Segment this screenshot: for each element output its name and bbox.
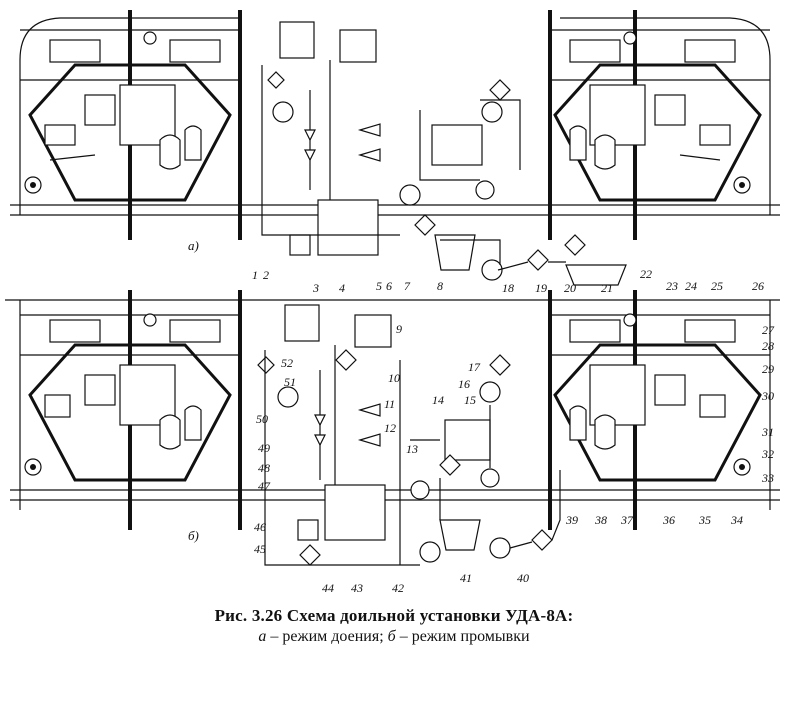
callouts-panel-a: 1 2 3 4 5 6 7 8 18 20 21 22 23 24 26 xyxy=(252,267,764,295)
callout-14: 14 xyxy=(432,393,444,407)
caption-b-letter: б xyxy=(387,628,396,645)
callout-42: 42 xyxy=(392,581,404,595)
callout-32: 32 xyxy=(761,447,774,461)
panel-a: а) xyxy=(10,10,780,286)
callout-49: 49 xyxy=(258,441,270,455)
callout-39: 39 xyxy=(565,513,578,527)
callout-17: 17 xyxy=(468,360,481,374)
callout-6: 6 xyxy=(386,279,392,293)
callout-16: 16 xyxy=(458,377,470,391)
callout-43: 43 xyxy=(351,581,363,595)
callout-34: 34 xyxy=(730,513,743,527)
callout-21: 21 xyxy=(601,281,613,295)
callout-37: 37 xyxy=(620,513,634,527)
callout-7: 7 xyxy=(404,279,411,293)
callout-50: 50 xyxy=(256,412,268,426)
panel-a-label: а) xyxy=(188,238,199,253)
callout-12: 12 xyxy=(384,421,396,435)
callout-1: 1 xyxy=(252,268,258,282)
callout-52: 52 xyxy=(281,356,293,370)
callout-8: 8 xyxy=(437,279,443,293)
caption-a-text: – режим доения; xyxy=(266,628,388,645)
caption-b-text: – режим промывки xyxy=(395,628,530,645)
callout-11: 11 xyxy=(384,397,395,411)
callout-29: 29 xyxy=(762,362,774,376)
callout-44: 44 xyxy=(322,581,334,595)
callout-3: 3 xyxy=(312,281,319,295)
callout-36: 36 xyxy=(662,513,675,527)
figure-caption: Рис. 3.26 Схема доильной установки УДА-8… xyxy=(0,606,788,646)
callout-47: 47 xyxy=(258,479,271,493)
panel-b-label: б) xyxy=(188,528,199,543)
panel-b: б) xyxy=(5,290,780,566)
milking-installation-diagram: а) xyxy=(5,10,780,595)
callout-51: 51 xyxy=(284,375,296,389)
callout-41: 41 xyxy=(460,571,472,585)
callout-5: 5 xyxy=(376,279,382,293)
callout-23: 23 xyxy=(666,279,678,293)
callout-4: 4 xyxy=(339,281,345,295)
callout-45: 45 xyxy=(254,542,266,556)
callout-9: 9 xyxy=(396,322,402,336)
callout-27: 27 xyxy=(762,323,775,337)
callout-48: 48 xyxy=(258,461,270,475)
callout-35: 35 xyxy=(698,513,711,527)
callout-25: 25 xyxy=(711,279,723,293)
callouts-panel-b: 9 10 11 12 13 14 15 16 17 19 25 27 28 29… xyxy=(254,279,775,595)
callout-40: 40 xyxy=(517,571,529,585)
callout-33: 33 xyxy=(761,471,774,485)
callout-20: 20 xyxy=(564,281,576,295)
callout-10: 10 xyxy=(388,371,400,385)
callout-13: 13 xyxy=(406,442,418,456)
callout-15: 15 xyxy=(464,393,476,407)
caption-subtitle: а – режим доения; б – режим промывки xyxy=(0,628,788,646)
callout-31: 31 xyxy=(761,425,774,439)
callout-46: 46 xyxy=(254,520,266,534)
callout-28: 28 xyxy=(762,339,774,353)
callout-24: 24 xyxy=(685,279,697,293)
caption-a-letter: а xyxy=(258,628,267,645)
callout-18: 18 xyxy=(502,281,514,295)
callout-2: 2 xyxy=(263,268,269,282)
callout-38: 38 xyxy=(594,513,607,527)
caption-title: Рис. 3.26 Схема доильной установки УДА-8… xyxy=(214,606,574,625)
callout-22: 22 xyxy=(640,267,652,281)
callout-30: 30 xyxy=(761,389,774,403)
callout-19: 19 xyxy=(535,281,547,295)
callout-26: 26 xyxy=(752,279,764,293)
